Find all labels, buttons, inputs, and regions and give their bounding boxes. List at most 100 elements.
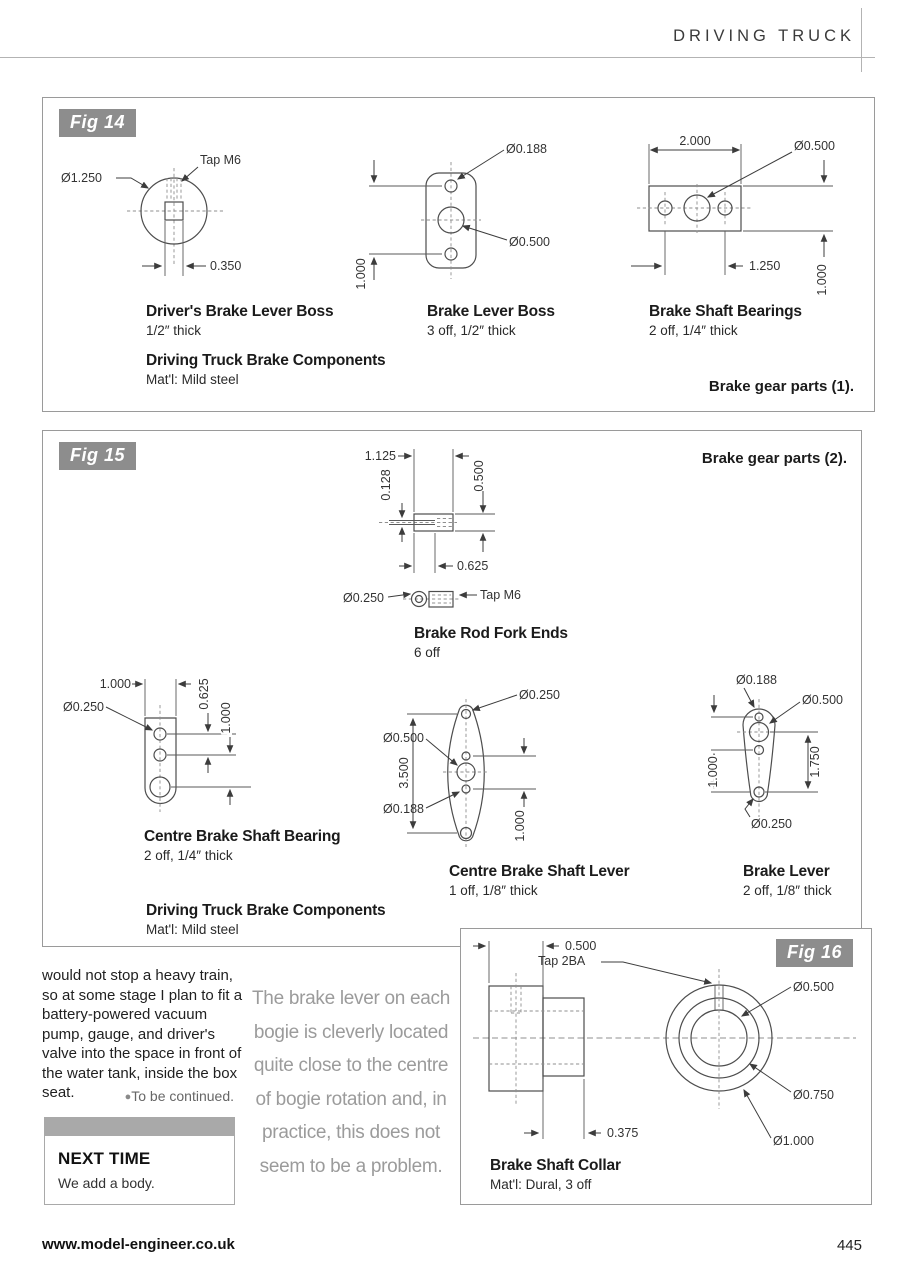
bearing-outline	[144, 717, 177, 805]
part-name: Brake Lever Boss	[427, 303, 555, 320]
to-be-continued: ●To be continued.	[42, 1088, 234, 1104]
fig16-drawings: 0.500 0.375 Tap 2BA Ø0.500 Ø0.750	[473, 939, 856, 1148]
fig14-badge: Fig 14	[59, 109, 137, 137]
article-paragraph: would not stop a heavy train, so at some…	[42, 967, 243, 1101]
group-material: Mat'l: Mild steel	[146, 372, 239, 387]
part-spec: Mat'l: Dural, 3 off	[490, 1177, 592, 1192]
dim-label: Ø0.500	[793, 980, 834, 994]
dim-label: Ø0.500	[383, 731, 424, 745]
part-spec: 2 off, 1/4″ thick	[649, 323, 738, 338]
header-vertical-rule	[861, 8, 862, 72]
footer-url: www.model-engineer.co.uk	[42, 1236, 235, 1253]
part-name: Driver's Brake Lever Boss	[146, 303, 334, 320]
dim-label: Ø0.188	[736, 673, 777, 687]
part-name: Brake Shaft Collar	[490, 1157, 621, 1174]
fig15-caption-lever: Brake Lever 2 off, 1/8″ thick	[743, 863, 832, 898]
boss-outline	[140, 177, 208, 245]
page-title: DRIVING TRUCK	[673, 27, 855, 45]
dim-label: 1.000	[354, 258, 368, 289]
group-title: Driving Truck Brake Components	[146, 352, 386, 369]
fig14-caption-lever-boss: Brake Lever Boss 3 off, 1/2″ thick	[427, 303, 555, 338]
dim-label: 0.500	[565, 939, 596, 953]
part-name: Brake Rod Fork Ends	[414, 625, 568, 642]
dim-label: 0.500	[472, 460, 486, 491]
header-rule	[0, 57, 875, 58]
centre-brake-shaft-bearing-drawing: 1.000 Ø0.250 0.625 1.000	[63, 676, 251, 812]
dim-label: Ø0.188	[383, 802, 424, 816]
fig15-caption-fork: Brake Rod Fork Ends 6 off	[414, 625, 568, 660]
dim-label: Tap M6	[480, 588, 521, 602]
fork-outline	[413, 513, 454, 532]
fig14-drawings: 0.350 Ø1.250 Tap M6 1.000 Ø0.188	[61, 134, 835, 298]
bearing-plate-outline	[648, 185, 742, 232]
group-material: Mat'l: Mild steel	[146, 922, 239, 937]
part-name: Brake Shaft Bearings	[649, 303, 802, 320]
dim-label: 1.750	[808, 746, 822, 777]
fig15-caption-centre-lever: Centre Brake Shaft Lever 1 off, 1/8″ thi…	[449, 863, 630, 898]
dim-label: Ø0.250	[751, 817, 792, 831]
fig14-group-title: Driving Truck Brake Components Mat'l: Mi…	[146, 352, 386, 387]
part-name: Centre Brake Shaft Bearing	[144, 828, 341, 845]
fig14-caption-drivers-boss: Driver's Brake Lever Boss 1/2″ thick	[146, 303, 334, 338]
dim-label: Ø0.500	[509, 235, 550, 249]
next-time-body: We add a body.	[58, 1175, 155, 1191]
fig15-badge: Fig 15	[59, 442, 137, 470]
fig15-caption-bearing: Centre Brake Shaft Bearing 2 off, 1/4″ t…	[144, 828, 341, 863]
dim-label: 0.625	[457, 559, 488, 573]
part-spec: 3 off, 1/2″ thick	[427, 323, 516, 338]
fig15-panel: Fig 15 Brake gear parts (2). 1.125	[42, 430, 862, 947]
brake-lever-drawing: Ø0.188 Ø0.500 1.000 1.750 Ø0.250	[704, 673, 843, 831]
collar-side-small	[542, 997, 585, 1077]
brake-lever-outline	[742, 708, 776, 803]
fig14-note: Brake gear parts (1).	[708, 378, 854, 395]
dim-label: Tap M6	[200, 153, 241, 167]
dim-label: 1.000	[706, 756, 720, 787]
part-spec: 6 off	[414, 645, 441, 660]
dim-label: 1.000	[513, 810, 527, 841]
pull-quote: The brake lever on each bogie is cleverl…	[252, 988, 450, 1177]
dim-label: 1.125	[365, 449, 396, 463]
part-name: Centre Brake Shaft Lever	[449, 863, 630, 880]
fig16-badge: Fig 16	[776, 939, 854, 967]
dim-label: Ø0.188	[506, 142, 547, 156]
brake-shaft-bearings-drawing: 2.000 Ø0.500 1.250 1.000	[631, 134, 835, 298]
dim-label: Ø0.750	[793, 1088, 834, 1102]
part-spec: 1/2″ thick	[146, 323, 202, 338]
continued-text: To be continued.	[131, 1088, 234, 1104]
next-time-title: NEXT TIME	[58, 1149, 151, 1168]
dim-label: Ø0.250	[519, 688, 560, 702]
dim-label: 0.625	[197, 678, 211, 709]
dim-label: Ø0.250	[343, 591, 384, 605]
bullet-icon: ●	[124, 1091, 132, 1103]
dim-label: 1.250	[749, 259, 780, 273]
next-time-bar	[45, 1118, 234, 1136]
fig14-panel: Fig 14 0.350 Ø1.250 Tap M6	[42, 97, 875, 412]
centre-brake-shaft-lever-drawing: 3.500 Ø0.250 Ø0.500 Ø0.188 1.000	[383, 688, 560, 847]
brake-shaft-collar-drawing: 0.500 0.375 Tap 2BA Ø0.500 Ø0.750	[473, 939, 856, 1148]
centre-lever-outline	[447, 704, 485, 842]
dim-label: Ø0.500	[802, 693, 843, 707]
dim-label: Tap 2BA	[538, 954, 586, 968]
brake-rod-fork-ends-drawing: 1.125 0.128 0.500 0.625	[343, 449, 521, 608]
fig16-caption: Brake Shaft Collar Mat'l: Dural, 3 off	[490, 1157, 621, 1192]
dim-label: Ø1.250	[61, 171, 102, 185]
dim-label: 1.000	[219, 702, 233, 733]
fig15-drawings: 1.125 0.128 0.500 0.625	[63, 449, 843, 847]
footer-page-number: 445	[836, 1237, 862, 1254]
group-title: Driving Truck Brake Components	[146, 902, 386, 919]
fig15-note: Brake gear parts (2).	[701, 450, 847, 467]
dim-label: 0.375	[607, 1126, 638, 1140]
fig16-panel: Fig 16 0.500 0.375	[460, 928, 872, 1205]
next-time-box: NEXT TIME We add a body.	[44, 1117, 235, 1205]
dim-label: 1.000	[815, 264, 829, 295]
fig15-group-title: Driving Truck Brake Components Mat'l: Mi…	[146, 902, 386, 937]
dim-label: 0.128	[379, 469, 393, 500]
part-spec: 2 off, 1/8″ thick	[743, 883, 832, 898]
drivers-brake-lever-boss-drawing: 0.350 Ø1.250 Tap M6	[61, 153, 241, 276]
dim-label: Ø0.250	[63, 700, 104, 714]
dim-label: 2.000	[679, 134, 710, 148]
brake-lever-boss-drawing: 1.000 Ø0.188 Ø0.500	[352, 142, 550, 292]
square-hole	[164, 201, 184, 221]
dim-label: Ø0.500	[794, 139, 835, 153]
